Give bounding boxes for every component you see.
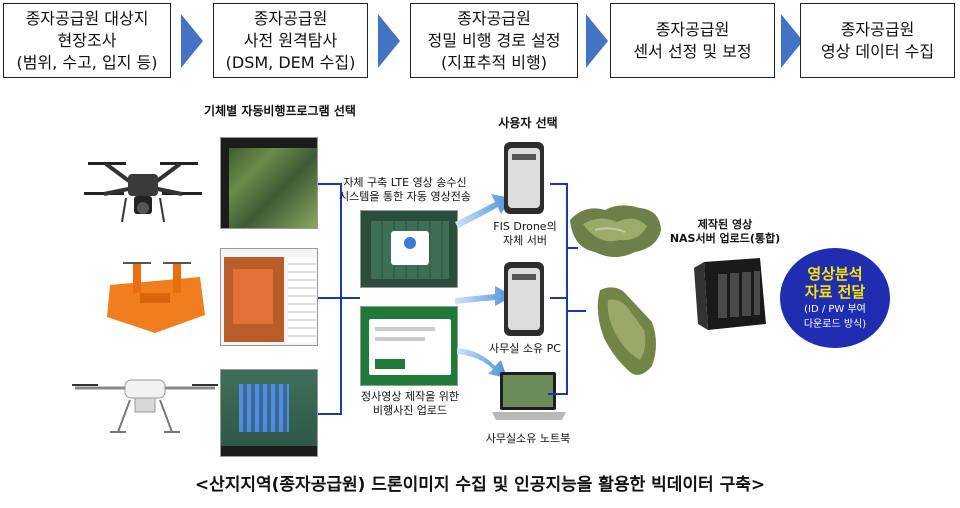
caption-line: 비행사진 업로드	[372, 404, 448, 417]
figure-caption: <산지지역(종자공급원) 드론이미지 수집 및 인공지능을 활용한 빅데이터 구…	[194, 475, 766, 495]
step-text: 현장조사	[57, 30, 117, 50]
connector-line	[566, 183, 568, 395]
step-text: 정밀 비행 경로 설정	[427, 30, 561, 50]
data-delivery-ellipse: 영상분석 자료 전달 (ID / PW 부여 다운로드 방식)	[780, 248, 890, 348]
delivery-title: 영상분석	[807, 265, 863, 283]
connector-line	[340, 297, 360, 299]
connector-line	[568, 247, 578, 249]
step-text: 종자공급원	[253, 8, 328, 28]
process-step-1: 종자공급원 대상지 현장조사 (범위, 수고, 입지 등)	[3, 3, 171, 78]
laptop-icon	[492, 372, 566, 420]
connector-line	[318, 183, 340, 185]
fis-server-label: FIS Drone의 자체 서버	[480, 220, 570, 248]
transfer-arrows-icon	[455, 194, 513, 378]
flight-program-screen-3	[220, 369, 318, 457]
connector-line	[550, 183, 568, 185]
connector-line	[568, 310, 586, 312]
lte-transmission-screen	[360, 210, 458, 288]
orthoimage-top-icon	[570, 205, 661, 257]
caption-line: 정사영상 제작을 위한	[360, 390, 460, 403]
connector-line	[318, 297, 340, 299]
delivery-title: 자료 전달	[804, 283, 866, 301]
step-text: 종자공급원 대상지	[25, 8, 149, 28]
flow-arrow-icon	[378, 14, 400, 68]
step-text: (DSM, DEM 수집)	[225, 52, 356, 72]
upload-caption: 정사영상 제작을 위한 비행사진 업로드	[335, 390, 485, 418]
office-laptop-label: 사무실소유 노트북	[485, 432, 571, 445]
step-text: 종자공급원	[840, 19, 915, 39]
fis-server-icon	[504, 142, 544, 214]
process-step-3: 종자공급원 정밀 비행 경로 설정 (지표추적 비행)	[410, 3, 578, 78]
label-line: FIS Drone의	[493, 220, 557, 233]
process-step-4: 종자공급원 센서 선정 및 보정	[610, 3, 775, 78]
flight-program-title: 기체별 자동비행프로그램 선택	[204, 104, 356, 118]
delivery-subtitle: 다운로드 방식)	[803, 319, 867, 330]
connector-line	[548, 393, 568, 395]
label-line: NAS서버 업로드(통합)	[669, 232, 781, 245]
step-text: (범위, 수고, 입지 등)	[16, 52, 158, 72]
flow-arrow-icon	[781, 14, 803, 68]
caption-line: 자체 구축 LTE 영상 송수신	[343, 176, 467, 189]
step-text: 종자공급원	[655, 19, 730, 39]
user-choice-title: 사용자 선택	[498, 116, 558, 130]
step-text: 사전 원격탐사	[243, 30, 338, 50]
flight-program-screen-2	[220, 248, 318, 346]
delivery-subtitle: (ID / PW 부여	[804, 304, 866, 315]
flow-arrow-icon	[181, 14, 203, 68]
process-step-5: 종자공급원 영상 데이터 수집	[800, 3, 955, 78]
quadcopter-drone-icon	[84, 162, 202, 223]
fixed-wing-drone-icon	[107, 262, 205, 333]
lte-caption: 자체 구축 LTE 영상 송수신 시스템을 통한 자동 영상전송	[335, 176, 475, 204]
step-text: (지표추적 비행)	[441, 52, 547, 72]
flow-arrow-icon	[586, 14, 608, 68]
step-text: 종자공급원	[457, 8, 531, 28]
label-line: 자체 서버	[503, 234, 547, 247]
label-line: 제작된 영상	[697, 218, 753, 231]
caption-line: 시스템을 통한 자동 영상전송	[339, 190, 471, 203]
flight-program-screen-1	[220, 137, 318, 229]
office-pc-icon	[504, 262, 544, 336]
hexacopter-drone-icon	[72, 379, 218, 433]
nas-label: 제작된 영상 NAS서버 업로드(통합)	[660, 218, 790, 246]
connector-line	[340, 183, 342, 415]
orthoimage-bottom-icon	[597, 287, 656, 375]
step-text: 영상 데이터 수집	[820, 41, 935, 61]
process-step-2: 종자공급원 사전 원격탐사 (DSM, DEM 수집)	[213, 3, 368, 78]
connector-line	[550, 297, 568, 299]
photo-upload-screen	[360, 306, 458, 386]
office-pc-label: 사무실 소유 PC	[489, 342, 561, 355]
connector-line	[318, 413, 340, 415]
nas-server-icon	[694, 258, 766, 330]
step-text: 센서 선정 및 보정	[633, 41, 752, 61]
